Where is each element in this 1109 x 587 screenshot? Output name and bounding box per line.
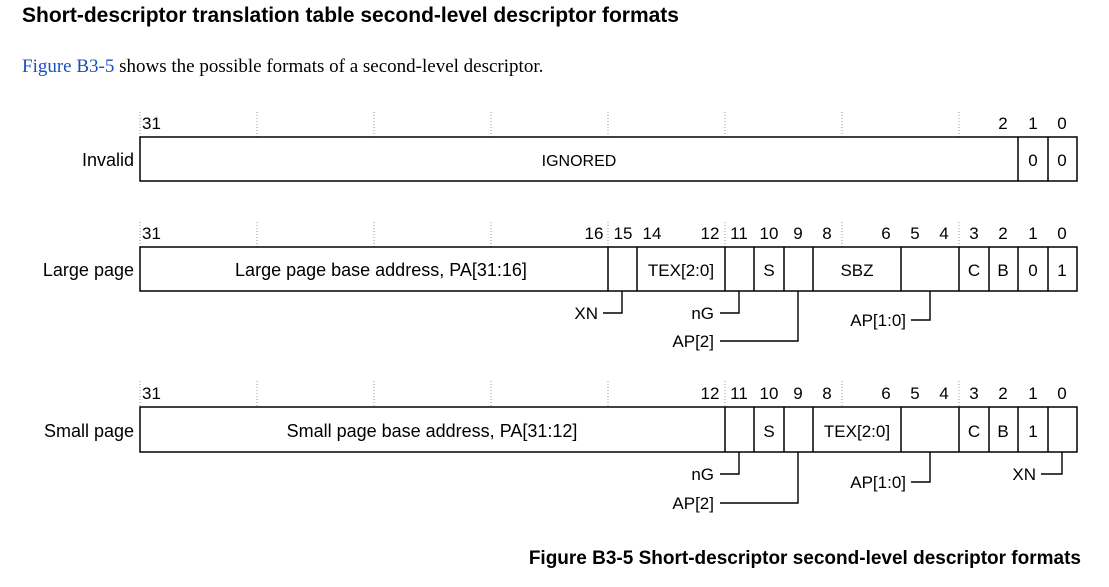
c-field: C	[968, 422, 980, 441]
bit1-field: 0	[1028, 151, 1037, 170]
callout-leader-lines	[720, 452, 1063, 504]
figure-link[interactable]: Figure B3-5	[22, 56, 115, 77]
bit-number: 10	[760, 224, 779, 243]
bit-number: 4	[939, 224, 948, 243]
xn-callout: XN	[574, 304, 598, 323]
b-field: B	[997, 422, 1008, 441]
row-label: Invalid	[82, 150, 134, 170]
bit0-field: 1	[1057, 261, 1066, 280]
bit-number: 15	[614, 224, 633, 243]
field-boxes	[139, 136, 1078, 182]
ap2-callout: AP[2]	[672, 494, 714, 513]
bit-number: 2	[998, 224, 1007, 243]
tex-field: TEX[2:0]	[824, 422, 890, 441]
sbz-field: SBZ	[840, 261, 873, 280]
ap2-callout: AP[2]	[672, 332, 714, 351]
bit-number: 9	[793, 224, 802, 243]
bit-number: 11	[730, 224, 748, 243]
bit-ruler-ticks	[139, 112, 960, 406]
bit-number: 11	[730, 384, 748, 403]
bit-number: 2	[998, 384, 1007, 403]
figure-caption: Figure B3-5 Short-descriptor second-leve…	[528, 548, 1081, 569]
bit-number: 14	[643, 224, 662, 243]
row-label: Small page	[44, 421, 134, 441]
bit-number: 31	[142, 114, 161, 133]
bit-number: 8	[822, 224, 831, 243]
bit-number: 8	[822, 384, 831, 403]
ng-callout: nG	[691, 465, 714, 484]
base-address-field: Large page base address, PA[31:16]	[235, 260, 527, 280]
bit0-field: 0	[1057, 151, 1066, 170]
bit-number: 3	[969, 384, 978, 403]
row-label: Large page	[43, 260, 134, 280]
bit-number: 1	[1028, 384, 1037, 403]
field-boxes	[139, 406, 1078, 453]
ng-callout: nG	[691, 304, 714, 323]
xn-callout: XN	[1012, 465, 1036, 484]
intro-paragraph: Figure B3-5 shows the possible formats o…	[22, 56, 543, 78]
section-heading: Short-descriptor translation table secon…	[22, 4, 679, 27]
tex-field: TEX[2:0]	[648, 261, 714, 280]
s-field: S	[763, 261, 774, 280]
bit-number: 2	[998, 114, 1007, 133]
bit-number: 5	[910, 384, 919, 403]
bit-number: 9	[793, 384, 802, 403]
bit-number: 12	[701, 384, 720, 403]
ignored-field: IGNORED	[542, 153, 617, 170]
s-field: S	[763, 422, 774, 441]
c-field: C	[968, 261, 980, 280]
bit-number: 31	[142, 384, 161, 403]
bit1-field: 1	[1028, 422, 1037, 441]
intro-text: shows the possible formats of a second-l…	[114, 56, 544, 77]
bit-number: 4	[939, 384, 948, 403]
callout-leader-lines	[603, 291, 931, 342]
bit-number: 10	[760, 384, 779, 403]
bit-number: 1	[1028, 114, 1037, 133]
bit-number: 12	[701, 224, 720, 243]
ap-callout: AP[1:0]	[850, 311, 906, 330]
field-boxes	[139, 246, 1078, 292]
bit-number: 31	[142, 224, 161, 243]
bit-number: 0	[1057, 114, 1066, 133]
bit-number: 1	[1028, 224, 1037, 243]
bit-number: 16	[585, 224, 604, 243]
b-field: B	[997, 261, 1008, 280]
bit-number: 3	[969, 224, 978, 243]
small-page-row: Small page 31 12 11 10 9 8 6 5 4 3 2 1 0	[44, 384, 1078, 513]
base-address-field: Small page base address, PA[31:12]	[287, 421, 578, 441]
bit1-field: 0	[1028, 261, 1037, 280]
bit-number: 0	[1057, 384, 1066, 403]
invalid-row: Invalid 31 2 1 0 IGNORED 0 0	[82, 114, 1078, 182]
bit-number: 5	[910, 224, 919, 243]
ap-callout: AP[1:0]	[850, 473, 906, 492]
bit-number: 6	[881, 224, 890, 243]
bit-number: 0	[1057, 224, 1066, 243]
bit-number: 6	[881, 384, 890, 403]
large-page-row: Large page 31 16 15 14 12 11 10 9 8 6 5 …	[43, 224, 1078, 351]
